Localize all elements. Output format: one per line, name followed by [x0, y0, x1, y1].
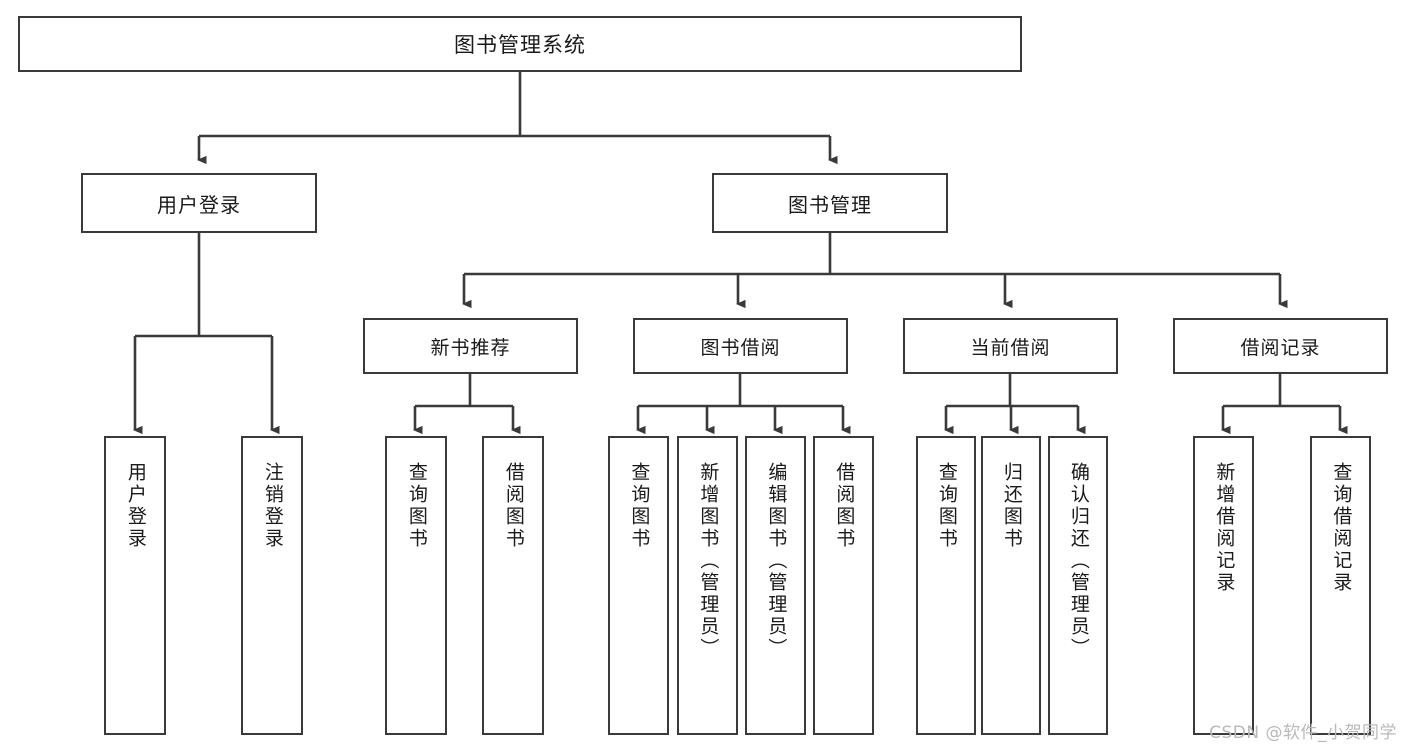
node-leaf-borrow-book[interactable]: 借阅图书 — [813, 436, 874, 735]
node-label: 新增借阅记录 — [1213, 462, 1236, 594]
node-leaf-user-logout[interactable]: 注销登录 — [241, 436, 303, 735]
node-label: 图书管理系统 — [454, 33, 586, 57]
node-leaf-add-borrow-record[interactable]: 新增借阅记录 — [1193, 436, 1254, 735]
node-label: 查询图书 — [935, 462, 958, 550]
node-label: 图书借阅 — [700, 336, 781, 359]
node-leaf-confirm-return-admin[interactable]: 确认归还（管理员） — [1048, 436, 1108, 735]
node-user-login[interactable]: 用户登录 — [81, 173, 317, 233]
node-label: 当前借阅 — [970, 336, 1051, 359]
node-book-management[interactable]: 图书管理 — [712, 173, 948, 233]
node-label: 编辑图书（管理员） — [765, 462, 788, 660]
node-label: 注销登录 — [261, 462, 284, 550]
node-label: 借阅图书 — [502, 462, 525, 550]
node-label: 借阅记录 — [1240, 336, 1321, 359]
node-leaf-borrow-book-newbook[interactable]: 借阅图书 — [482, 436, 544, 735]
node-label: 确认归还（管理员） — [1067, 462, 1090, 660]
node-leaf-edit-book-admin[interactable]: 编辑图书（管理员） — [745, 436, 806, 735]
node-label: 查询图书 — [628, 462, 651, 550]
node-label: 查询图书 — [405, 462, 428, 550]
node-label: 归还图书 — [1000, 462, 1023, 550]
node-label: 图书管理 — [788, 192, 872, 217]
node-label: 借阅图书 — [833, 462, 856, 550]
node-label: 新增图书（管理员） — [697, 462, 720, 660]
node-leaf-query-book-current[interactable]: 查询图书 — [916, 436, 976, 735]
node-leaf-query-book-newbook[interactable]: 查询图书 — [385, 436, 447, 735]
node-leaf-add-book-admin[interactable]: 新增图书（管理员） — [677, 436, 738, 735]
node-label: 用户登录 — [124, 462, 147, 550]
node-root-library-system[interactable]: 图书管理系统 — [18, 16, 1022, 72]
node-leaf-user-login[interactable]: 用户登录 — [104, 436, 166, 735]
node-label: 用户登录 — [157, 192, 241, 217]
node-leaf-return-book[interactable]: 归还图书 — [981, 436, 1041, 735]
node-new-book-recommend[interactable]: 新书推荐 — [363, 318, 578, 374]
node-book-borrow[interactable]: 图书借阅 — [633, 318, 848, 374]
node-label: 新书推荐 — [430, 336, 511, 359]
node-label: 查询借阅记录 — [1330, 462, 1353, 594]
csdn-watermark: CSDN @软件_小贺同学 — [1209, 723, 1397, 743]
node-leaf-query-book-borrow[interactable]: 查询图书 — [608, 436, 669, 735]
node-leaf-query-borrow-record[interactable]: 查询借阅记录 — [1310, 436, 1371, 735]
node-current-borrow[interactable]: 当前借阅 — [903, 318, 1118, 374]
node-borrow-record[interactable]: 借阅记录 — [1173, 318, 1388, 374]
